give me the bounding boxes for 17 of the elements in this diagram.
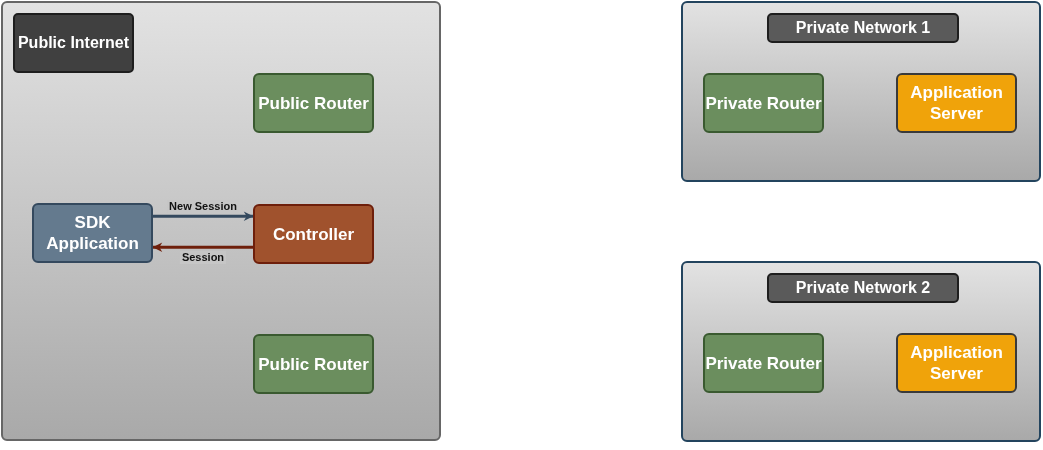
router-box: Private Router — [703, 333, 824, 393]
server-box: Application Server — [896, 333, 1017, 393]
arrow — [153, 211, 254, 221]
server-box: Application Server — [896, 73, 1017, 133]
network-title: Public Internet — [13, 13, 134, 73]
router-box: Public Router — [253, 334, 374, 394]
router-box: Private Router — [703, 73, 824, 133]
router-box: Public Router — [253, 73, 374, 133]
network-title: Private Network 2 — [767, 273, 959, 303]
network-region — [681, 261, 1041, 442]
network-region — [681, 1, 1041, 182]
edge-label: Session — [179, 251, 227, 265]
network-title: Private Network 1 — [767, 13, 959, 43]
application-box: SDK Application — [32, 203, 153, 263]
controller-box: Controller — [253, 204, 374, 264]
arrow — [152, 242, 253, 252]
network-region — [1, 1, 441, 441]
